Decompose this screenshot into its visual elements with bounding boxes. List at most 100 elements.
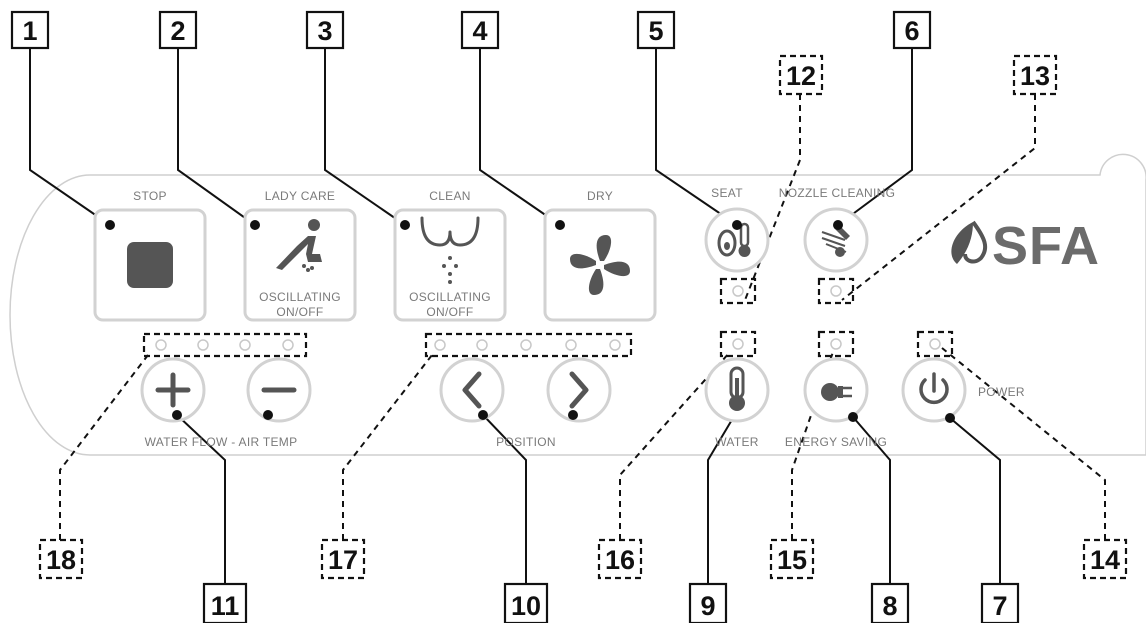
fan-icon xyxy=(570,235,630,295)
led-indicator xyxy=(197,339,209,351)
leader-3 xyxy=(324,48,406,226)
energy-led xyxy=(830,338,842,350)
seat-led xyxy=(732,285,744,297)
callout-8: 8 xyxy=(882,591,897,621)
callout-5-box xyxy=(636,10,676,50)
clean-onoff-label: ON/OFF xyxy=(426,305,473,319)
callout-14: 14 xyxy=(1090,545,1120,575)
clean-oscillating-label: OSCILLATING xyxy=(409,290,491,304)
callout-13: 13 xyxy=(1020,61,1050,91)
thermometer-icon xyxy=(729,366,745,411)
power-label: POWER xyxy=(978,385,1025,399)
callout-10: 10 xyxy=(511,591,541,621)
callout-1: 1 xyxy=(22,16,37,46)
clean-button[interactable] xyxy=(393,208,507,322)
leader-17 xyxy=(342,354,433,540)
energy-saving-label: ENERGY SAVING xyxy=(785,435,887,449)
lady-care-oscillating-label: OSCILLATING xyxy=(259,290,341,304)
callout-5: 5 xyxy=(648,16,663,46)
water-led xyxy=(732,338,744,350)
callout-17-box xyxy=(320,538,366,580)
callout-2: 2 xyxy=(170,16,185,46)
callout-18-box xyxy=(38,538,84,580)
led-12-frame xyxy=(719,277,757,305)
nozzle-cleaning-button[interactable] xyxy=(803,207,869,273)
plug-icon xyxy=(821,383,852,401)
leader-11 xyxy=(176,414,226,598)
callout-11-box xyxy=(202,582,248,623)
led-indicator xyxy=(434,339,446,351)
leader-14 xyxy=(941,347,1106,540)
leader-dots xyxy=(105,220,955,423)
callout-2-box xyxy=(158,10,198,50)
callout-18: 18 xyxy=(46,545,76,575)
lady-care-onoff-label: ON/OFF xyxy=(276,305,323,319)
callout-15: 15 xyxy=(777,545,807,575)
seat-button[interactable] xyxy=(704,207,770,273)
bottom-spray-icon xyxy=(420,216,480,284)
leader-2 xyxy=(177,48,256,226)
leader-4 xyxy=(479,48,561,226)
led-indicator xyxy=(565,339,577,351)
callout-9-box xyxy=(688,582,728,623)
solid-leaders xyxy=(29,48,1001,598)
chevron-left-icon xyxy=(462,371,482,409)
callout-1-box xyxy=(10,10,50,50)
position-left-button[interactable] xyxy=(439,357,505,423)
nozzle-led xyxy=(830,285,842,297)
person-reclining-spray-icon xyxy=(276,219,322,272)
brand-logo: SFA xyxy=(992,216,1100,276)
leader-10 xyxy=(482,414,527,598)
leader-6 xyxy=(837,48,913,226)
leader-8 xyxy=(852,416,891,598)
position-label: POSITION xyxy=(496,435,556,449)
led-indicator xyxy=(609,339,621,351)
led-15-frame xyxy=(817,330,855,358)
callout-11: 11 xyxy=(211,591,240,621)
callout-9: 9 xyxy=(700,591,715,621)
led-row-water-air xyxy=(142,332,308,358)
callout-14-box xyxy=(1082,538,1128,580)
lady-care-label: LADY CARE xyxy=(265,189,336,203)
led-indicator xyxy=(476,339,488,351)
callout-8-box xyxy=(870,582,910,623)
callout-13-box xyxy=(1012,54,1058,96)
callout-4-box xyxy=(460,10,500,50)
chevron-right-icon xyxy=(569,371,589,409)
led-indicator xyxy=(239,339,251,351)
callout-16: 16 xyxy=(605,545,635,575)
led-indicator xyxy=(520,339,532,351)
led-14-frame xyxy=(916,330,954,358)
leader-1 xyxy=(29,48,111,226)
lady-care-button[interactable] xyxy=(243,208,357,322)
callout-6: 6 xyxy=(904,16,919,46)
callout-15-box xyxy=(769,538,815,580)
callout-7: 7 xyxy=(992,591,1007,621)
leader-5 xyxy=(655,48,738,226)
position-right-button[interactable] xyxy=(546,357,612,423)
water-flow-air-temp-label: WATER FLOW - AIR TEMP xyxy=(145,435,298,449)
leader-18 xyxy=(59,354,149,540)
callout-12: 12 xyxy=(786,61,816,91)
led-group-18-frame xyxy=(142,332,308,358)
callout-7-box xyxy=(980,582,1020,623)
led-indicator xyxy=(155,339,167,351)
plus-icon xyxy=(155,372,191,408)
callout-12-box xyxy=(778,54,824,96)
callout-16-box xyxy=(597,538,643,580)
leader-9 xyxy=(707,417,734,598)
leader-15 xyxy=(791,351,834,540)
led-row-position xyxy=(424,332,633,358)
led-16-frame xyxy=(719,330,757,358)
dry-label: DRY xyxy=(587,189,613,203)
leader-7 xyxy=(949,417,1001,598)
drop-leaf-logo-icon xyxy=(951,220,988,264)
seat-label: SEAT xyxy=(711,186,743,200)
stop-label: STOP xyxy=(133,189,167,203)
callout-17: 17 xyxy=(328,545,358,575)
power-led xyxy=(929,338,941,350)
seat-thermometer-icon xyxy=(717,222,751,257)
nozzle-cleaning-label: NOZZLE CLEANING xyxy=(779,186,896,200)
callout-6-box xyxy=(892,10,932,50)
